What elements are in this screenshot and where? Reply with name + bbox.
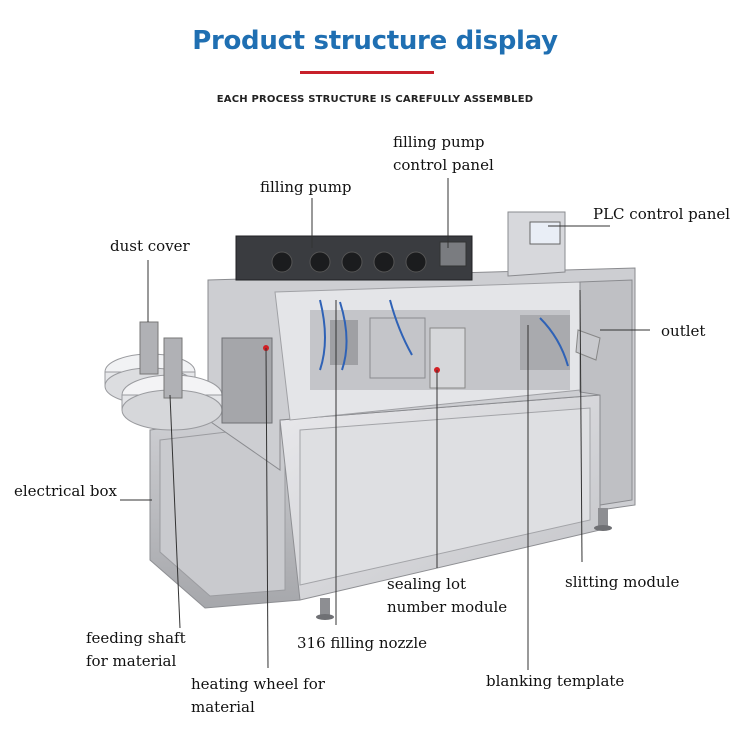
- label-blanking-template: blanking template: [486, 672, 625, 690]
- label-heating-wheel: heating wheel for material: [191, 675, 325, 716]
- title-underline: [300, 71, 434, 74]
- page-title: Product structure display: [192, 26, 558, 56]
- label-electrical-box: electrical box: [14, 482, 117, 500]
- film-reels: [104, 321, 223, 431]
- page-subtitle: EACH PROCESS STRUCTURE IS CAREFULLY ASSE…: [216, 94, 534, 105]
- label-filling-pump-control-panel: filling pump control panel: [393, 133, 494, 174]
- label-slitting-module: slitting module: [565, 573, 680, 591]
- leader-lines: [120, 178, 650, 670]
- label-plc-control-panel: PLC control panel: [593, 205, 731, 223]
- label-feeding-shaft: feeding shaft for material: [86, 629, 186, 670]
- label-filling-pump: filling pump: [260, 178, 352, 196]
- label-dust-cover: dust cover: [110, 237, 190, 255]
- label-outlet: outlet: [661, 322, 706, 340]
- label-filling-nozzle: 316 filling nozzle: [297, 634, 427, 652]
- label-sealing-lot: sealing lot number module: [387, 575, 508, 616]
